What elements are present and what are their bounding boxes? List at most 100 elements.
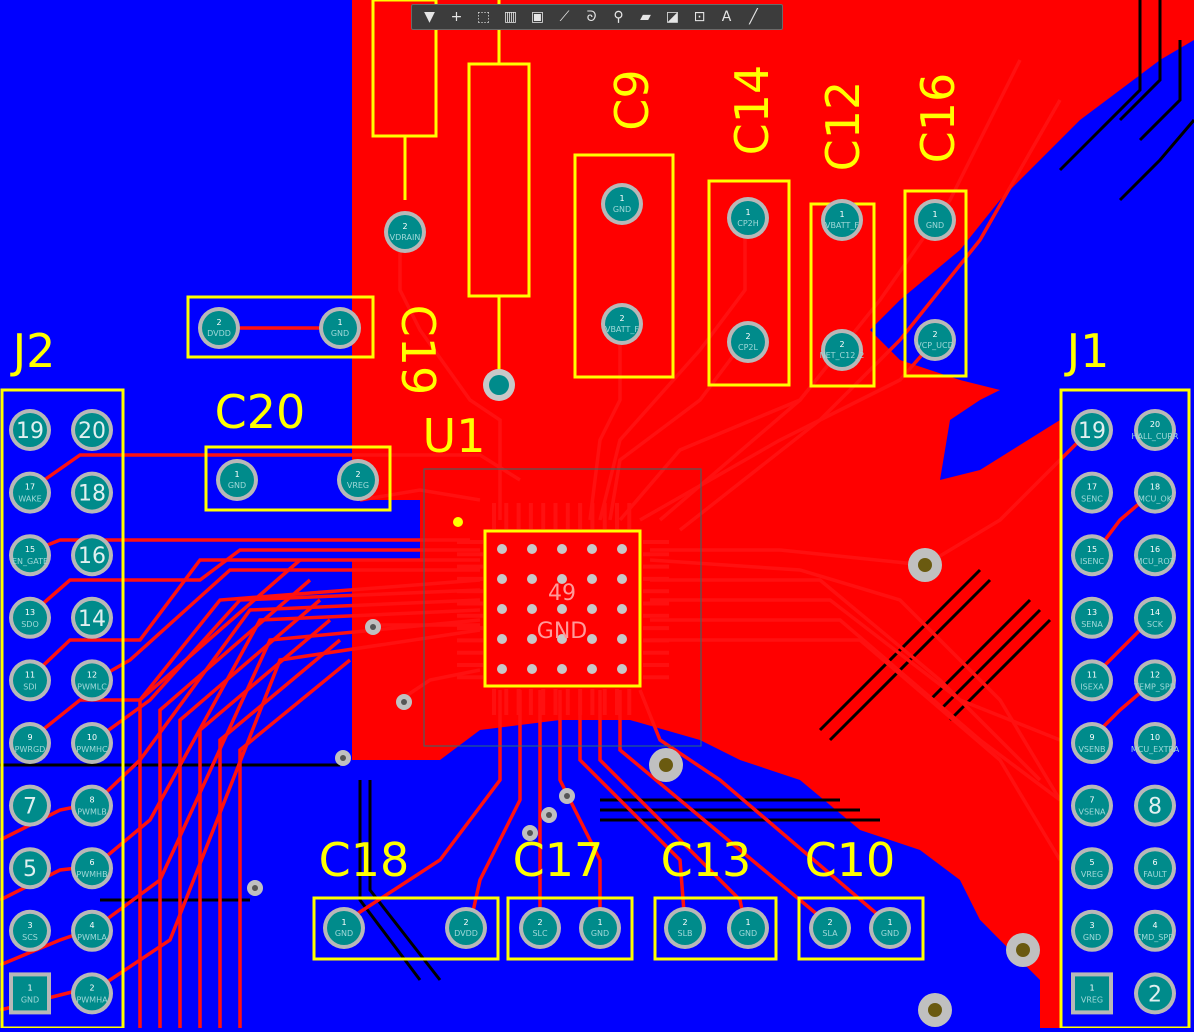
thermal-via — [497, 574, 507, 584]
pad-net: CP2L — [738, 343, 759, 352]
polygon-tool-button[interactable]: ▰ — [634, 6, 657, 28]
diff-pair-tool-button[interactable]: ᘐ — [580, 6, 603, 28]
j2-pin-14[interactable]: 14 — [71, 596, 113, 639]
align-tool-button[interactable]: ▥ — [499, 6, 522, 28]
line-tool-button[interactable]: ╱ — [742, 6, 765, 28]
j2-pin-19[interactable]: 19 — [9, 409, 51, 451]
j2-pin-5[interactable]: 5 — [9, 847, 51, 890]
filter-tool-button[interactable]: ▼ — [418, 6, 441, 28]
u1-pin — [643, 589, 669, 594]
select-rect-icon: ⬚ — [476, 9, 491, 25]
u1-pin — [643, 552, 669, 557]
j2-pin-18[interactable]: 18 — [71, 471, 113, 514]
keepout-tool-button[interactable]: ◪ — [661, 6, 684, 28]
pin-number: 1 — [27, 983, 32, 992]
dimension-tool-button[interactable]: ⊡ — [688, 6, 711, 28]
via-tool-button[interactable]: ⚲ — [607, 6, 630, 28]
u1-pin — [457, 589, 483, 594]
pin-net: SENA — [1081, 620, 1103, 629]
pin-number: 6 — [89, 858, 94, 867]
pin-number: 3 — [1089, 921, 1094, 930]
pin-number: 7 — [23, 795, 37, 820]
thermal-via — [587, 574, 597, 584]
pin-net: SDO — [21, 620, 39, 629]
pad-net: GND — [613, 205, 631, 214]
j1-pin-19[interactable]: 19 — [1071, 409, 1113, 451]
j2-pin-20[interactable]: 20 — [71, 409, 113, 451]
select-rect-tool-button[interactable]: ⬚ — [472, 6, 495, 28]
thermal-via — [587, 604, 597, 614]
text-tool-button[interactable]: A — [715, 6, 738, 28]
j2-pin-7[interactable]: 7 — [9, 784, 51, 827]
pin-net: ISENC — [1080, 557, 1104, 566]
component-tool-button[interactable]: ▣ — [526, 6, 549, 28]
pin-number: 6 — [1152, 858, 1157, 867]
j1-pin-8[interactable]: 8 — [1134, 784, 1176, 827]
u1-pin — [643, 613, 669, 618]
j2-pin-16[interactable]: 16 — [71, 534, 113, 577]
u1-pin — [643, 626, 669, 631]
cross-probe-tool-button[interactable]: + — [445, 6, 468, 28]
pin-number: 13 — [25, 608, 35, 617]
j1-pin-2[interactable]: 2 — [1134, 972, 1176, 1015]
pad-net: SLA — [822, 929, 838, 938]
pad-number: 1 — [341, 918, 346, 927]
u1-pin — [457, 540, 483, 544]
thermal-via — [587, 634, 597, 644]
route-tool-button[interactable]: ⟋ — [553, 6, 576, 28]
thermal-via — [527, 574, 537, 584]
